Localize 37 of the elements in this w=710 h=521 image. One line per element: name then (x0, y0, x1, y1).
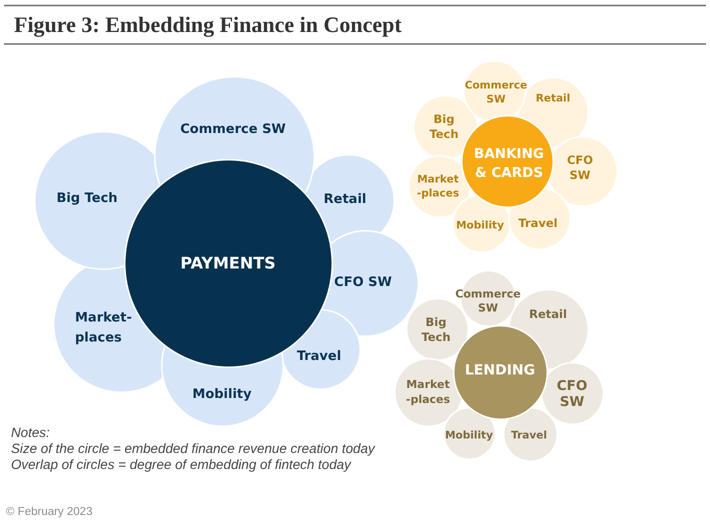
category-label: Travel (518, 217, 558, 231)
category-label: Commerce SW (454, 288, 522, 316)
category-label: Big Tech (56, 191, 118, 207)
copyright-text: © February 2023 (6, 505, 92, 520)
category-label: Mobility (192, 387, 252, 403)
segment-label: LENDING (464, 362, 536, 380)
segment-circle (454, 326, 546, 418)
category-label: Market -places (405, 378, 451, 408)
category-label: Travel (296, 349, 342, 365)
category-label: Commerce SW (464, 79, 528, 107)
category-label: CFO SW (556, 378, 588, 410)
category-circle (444, 408, 494, 458)
category-label: Big Tech (428, 112, 460, 142)
category-label: Market- places (75, 310, 133, 347)
category-label: Big Tech (420, 315, 452, 345)
category-label: Mobility (445, 430, 493, 442)
category-label: CFO SW (334, 275, 392, 291)
category-label: Travel (511, 430, 547, 442)
segment-circle (462, 116, 552, 206)
segment-label: PAYMENTS (180, 253, 276, 273)
category-circle (504, 408, 556, 460)
category-label: Commerce SW (180, 122, 286, 138)
category-circle (550, 136, 616, 206)
segment-label: BANKING & CARDS (473, 145, 545, 183)
category-label: Mobility (456, 220, 504, 232)
category-label: CFO SW (566, 153, 594, 183)
note-text: Size of the circle = embedded finance revenue creation today (11, 441, 375, 457)
category-circle (406, 298, 468, 358)
note-text: Overlap of circles = degree of embedding of fintech today (11, 457, 351, 473)
category-label: Retail (529, 308, 567, 322)
category-label: Retail (324, 192, 366, 208)
category-label: Market -places (416, 173, 460, 201)
notes-heading: Notes: (11, 425, 50, 441)
category-circle (542, 362, 602, 424)
category-label: Retail (536, 92, 570, 106)
category-circle (394, 358, 460, 426)
figure-title: Figure 3: Embedding Finance in Concept (14, 12, 402, 38)
